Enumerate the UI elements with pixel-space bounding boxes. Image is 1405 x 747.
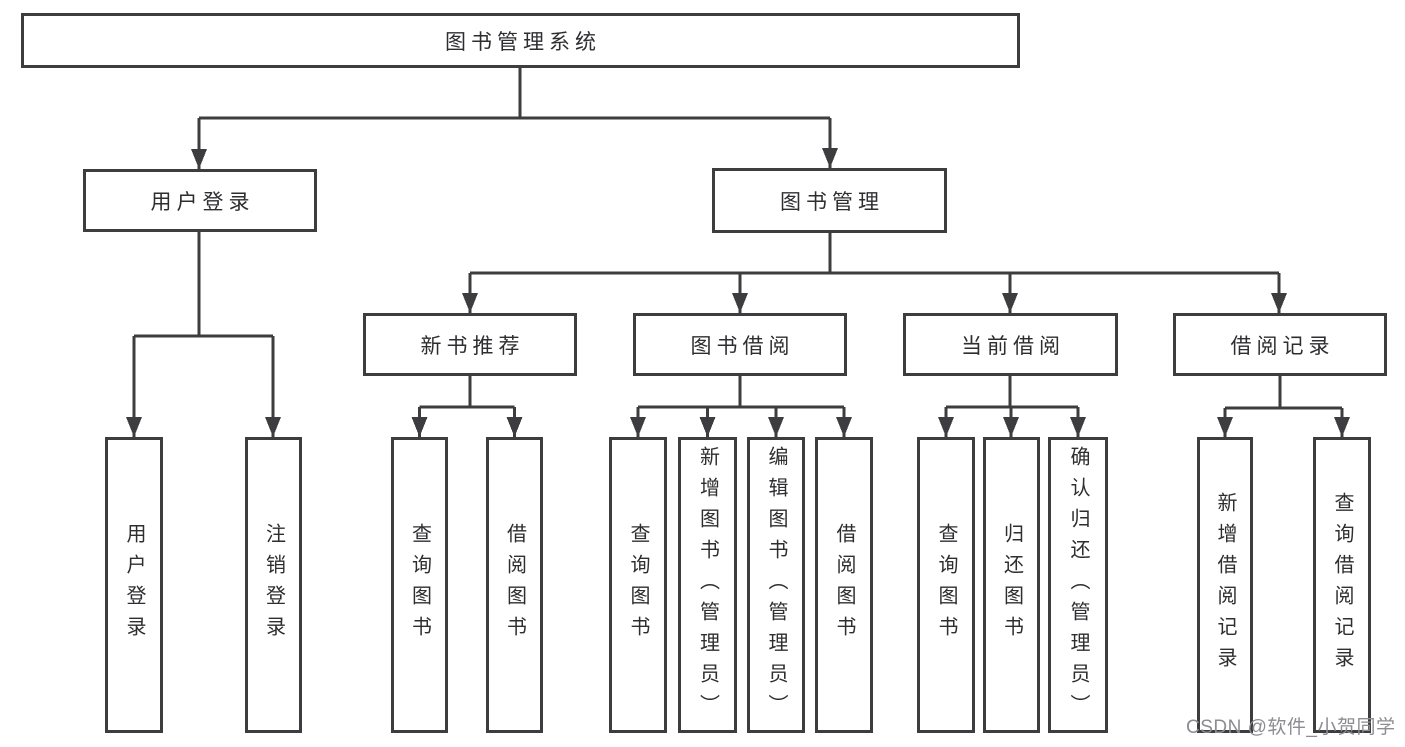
node-borrowing-records-label: 借阅记录 [1230, 334, 1335, 358]
arrow-down-icon [1217, 417, 1233, 437]
leaf-return-book-label: 归还图书 [1000, 523, 1023, 647]
leaf-add-borrow-record-label: 新增借阅记录 [1214, 492, 1236, 678]
connector-root-to-level2 [197, 68, 832, 169]
arrow-down-icon [126, 417, 142, 437]
node-user-login-label: 用户登录 [150, 190, 255, 214]
arrow-down-icon [1334, 417, 1350, 437]
arrow-down-icon [822, 148, 838, 168]
node-current-borrowing-label: 当前借阅 [961, 334, 1065, 358]
arrow-down-icon [1271, 293, 1287, 313]
leaf-logout-label: 注销登录 [262, 523, 285, 647]
arrow-down-icon [265, 417, 281, 437]
leaf-borrow-books-borrowing-label: 借阅图书 [833, 523, 855, 647]
arrow-down-icon [506, 417, 523, 437]
leaf-borrow-books-recommendation: 借阅图书 [486, 437, 543, 733]
leaf-return-book: 归还图书 [983, 437, 1040, 733]
leaf-user-login: 用户登录 [105, 437, 163, 733]
node-new-book-recommendation: 新书推荐 [363, 313, 577, 376]
leaf-query-books-recommendation: 查询图书 [391, 437, 448, 733]
arrow-down-icon [411, 417, 428, 437]
arrow-down-icon [699, 417, 716, 437]
leaf-borrow-books-recommendation-label: 借阅图书 [503, 523, 526, 647]
leaf-add-book-admin: 新增图书（管理员） [678, 437, 737, 733]
arrow-down-icon [462, 293, 478, 313]
arrow-down-icon [1002, 293, 1018, 313]
leaf-confirm-return-admin-label: 确认归还（管理员） [1067, 445, 1089, 725]
node-user-login: 用户登录 [83, 169, 317, 232]
node-new-book-recommendation-label: 新书推荐 [420, 334, 525, 358]
leaf-query-books-current-label: 查询图书 [935, 523, 957, 647]
node-book-management-label: 图书管理 [780, 190, 884, 214]
leaf-query-borrow-record: 查询借阅记录 [1313, 437, 1371, 733]
connector-bookmgmt-to-level3 [468, 233, 1281, 313]
arrow-down-icon [938, 417, 954, 437]
leaf-confirm-return-admin: 确认归还（管理员） [1048, 437, 1108, 733]
leaf-user-login-label: 用户登录 [123, 523, 145, 647]
csdn-watermark: CSDN @软件_小贺同学 [1186, 717, 1396, 738]
arrowheads [126, 148, 1350, 437]
leaf-edit-book-admin: 编辑图书（管理员） [747, 437, 805, 733]
node-book-borrowing: 图书借阅 [633, 313, 847, 376]
leaf-logout: 注销登录 [245, 437, 302, 733]
connector-borrowing-to-leaves [636, 376, 846, 437]
arrow-down-icon [191, 149, 207, 169]
node-borrowing-records: 借阅记录 [1173, 313, 1387, 376]
leaf-query-books-current: 查询图书 [917, 437, 975, 733]
leaf-query-books-borrowing-label: 查询图书 [627, 523, 649, 647]
node-current-borrowing: 当前借阅 [903, 313, 1118, 376]
node-root: 图书管理系统 [21, 13, 1020, 68]
leaf-add-borrow-record: 新增借阅记录 [1197, 437, 1253, 733]
leaf-query-borrow-record-label: 查询借阅记录 [1331, 492, 1353, 678]
arrow-down-icon [1003, 417, 1019, 437]
leaf-borrow-books-borrowing: 借阅图书 [815, 437, 873, 733]
node-root-label: 图书管理系统 [445, 30, 601, 54]
connector-records-to-leaves [1223, 376, 1344, 437]
arrow-down-icon [768, 417, 784, 437]
leaf-query-books-recommendation-label: 查询图书 [408, 523, 431, 647]
arrow-down-icon [630, 417, 646, 437]
leaf-add-book-admin-label: 新增图书（管理员） [696, 445, 719, 725]
node-book-borrowing-label: 图书借阅 [690, 334, 795, 358]
leaf-query-books-borrowing: 查询图书 [609, 437, 667, 733]
arrow-down-icon [836, 417, 852, 437]
node-book-management: 图书管理 [712, 168, 947, 233]
connector-newbook-to-leaves [418, 376, 516, 437]
leaf-edit-book-admin-label: 编辑图书（管理员） [765, 445, 787, 725]
arrow-down-icon [732, 293, 748, 313]
connector-userlogin-to-leaves [132, 232, 275, 437]
arrow-down-icon [1070, 417, 1086, 437]
